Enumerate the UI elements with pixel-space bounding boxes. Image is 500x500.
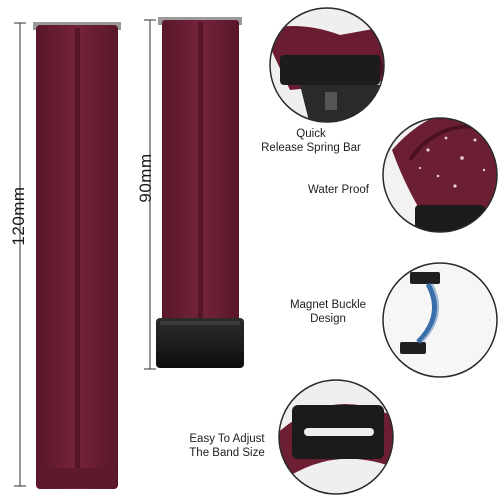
feature-magnet-buckle-label: Magnet Buckle Design [280, 298, 376, 326]
feature-quick-release-line2: Release Spring Bar [261, 142, 361, 154]
feature-magnet-buckle-line1: Magnet Buckle [289, 299, 367, 311]
magnet-buckle [156, 318, 244, 368]
spring-bar-detail [269, 7, 385, 123]
feature-magnet-buckle-line2: Design [310, 313, 346, 325]
short-strap-dimension-line [144, 19, 156, 370]
feature-quick-release-label: Quick Release Spring Bar [248, 127, 374, 155]
long-strap-dimension-line [14, 22, 26, 487]
feature-easy-adjust-label: Easy To Adjust The Band Size [176, 432, 278, 460]
long-strap [33, 22, 121, 489]
short-strap-length-label: 90mm [136, 153, 155, 203]
waterproof-detail [382, 117, 498, 233]
adjust-detail [278, 379, 394, 495]
feature-easy-adjust-line2: The Band Size [189, 447, 265, 459]
feature-quick-release-line1: Quick [296, 128, 326, 140]
magnet-buckle-detail [382, 262, 498, 378]
long-strap-length-label: 120mm [9, 186, 28, 246]
short-strap [156, 17, 244, 368]
feature-water-proof-label: Water Proof [308, 184, 369, 196]
feature-easy-adjust-line1: Easy To Adjust [189, 433, 265, 445]
